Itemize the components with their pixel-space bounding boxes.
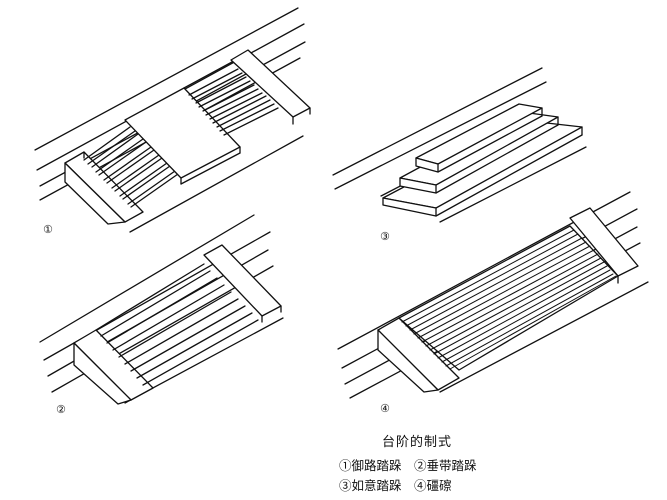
legend-label-4: 礓䃰 (426, 478, 452, 493)
legend-item-2: ②垂带踏跺 (414, 455, 477, 474)
legend-marker-2: ② (414, 458, 427, 473)
legend-item-1: ①御路踏跺 (339, 455, 402, 474)
legend-label-2: 垂带踏跺 (426, 458, 477, 473)
figure-2-side-cheek-steps: ② (39, 214, 284, 416)
figure-2-marker: ② (56, 403, 66, 416)
figure-1-imperial-path-steps: ① (34, 7, 311, 236)
figure-1-step-treads (83, 126, 179, 208)
legend-item-3: ③如意踏跺 (339, 475, 402, 494)
legend-label-3: 如意踏跺 (351, 478, 402, 493)
figure-1-marker: ① (43, 223, 53, 236)
legend-marker-1: ① (339, 458, 352, 473)
legend-label-1: 御路踏跺 (351, 458, 402, 473)
figure-3-marker: ③ (380, 230, 390, 243)
figure-3-ruyi-steps: ③ (332, 67, 587, 243)
figure-4-ramp-steps: ④ (337, 191, 649, 415)
caption-title: 台阶的制式 (382, 435, 453, 450)
figure-4-ramp-ribs (401, 229, 617, 370)
figure-4-marker: ④ (380, 402, 390, 415)
legend-item-4: ④礓䃰 (414, 475, 452, 494)
legend-marker-3: ③ (339, 478, 352, 493)
figure-2-step-treads (95, 263, 259, 386)
legend-marker-4: ④ (414, 478, 427, 493)
